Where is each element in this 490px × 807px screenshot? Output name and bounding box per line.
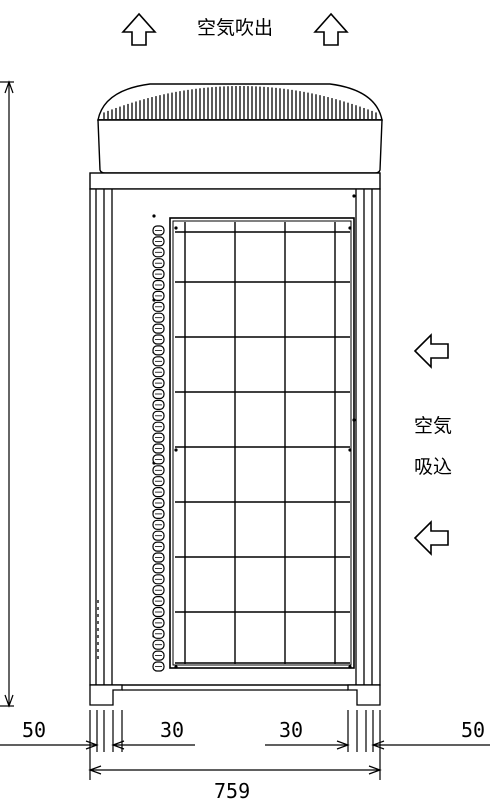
air-intake-arrow-upper-icon [413,333,449,369]
air-intake-label-line1: 空気 [414,415,452,437]
guard-clip [174,226,178,230]
air-outlet-arrow-left-icon [121,12,157,46]
guard-clip [174,448,178,452]
guard-clip [174,665,178,669]
guard-clip [348,448,352,452]
bottom-dimension-lines [0,710,490,780]
dim-leg-inset-right: 30 [279,718,303,742]
air-outlet-label: 空気吹出 [197,17,273,39]
guard-clip [348,665,352,669]
dim-clearance-right: 50 [461,718,485,742]
coil-guard-wires [174,222,352,669]
top-flange [89,172,381,190]
height-dimension-line [0,80,14,708]
dim-clearance-left: 50 [22,718,46,742]
guard-clip [348,226,352,230]
dim-leg-inset-left: 30 [160,718,184,742]
unit-base-feet [89,684,381,706]
air-intake-label-line2: 吸込 [414,456,452,478]
heat-exchanger-slot-column [152,225,165,672]
coil-guard-frame [169,217,355,669]
top-cover [97,119,383,174]
air-intake-arrow-lower-icon [413,520,449,556]
fan-grille [97,83,383,121]
dim-total-width: 759 [214,779,250,803]
air-outlet-arrow-right-icon [313,12,349,46]
